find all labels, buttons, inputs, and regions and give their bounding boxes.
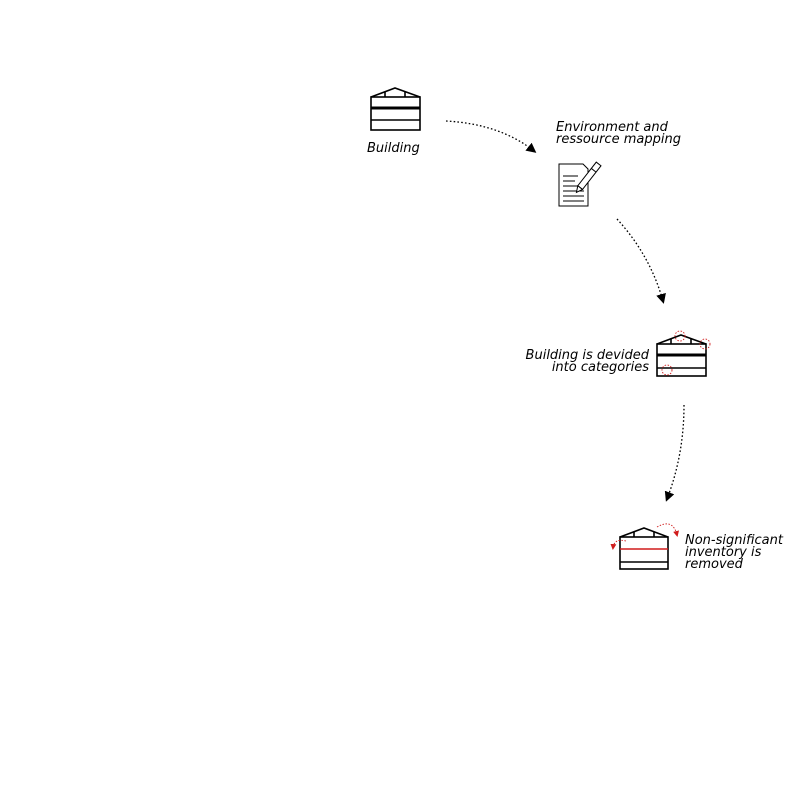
arrow-categories-to-removed <box>664 404 685 502</box>
label-building: Building <box>367 141 420 156</box>
label-categories: Building is devided into categories <box>525 348 649 375</box>
arrow-mapping-to-categories <box>616 218 666 304</box>
arrow-building-to-mapping <box>445 120 537 153</box>
building-categories-icon <box>656 330 711 377</box>
label-mapping-line-2: ressource mapping <box>556 132 681 147</box>
label-removed-line-2: inventory is <box>685 545 762 560</box>
label-building-line-1: Building <box>367 141 420 156</box>
document-pen-icon <box>558 161 602 207</box>
building-icon <box>370 87 421 131</box>
label-removed-line-3: removed <box>685 557 743 572</box>
label-categories-line-1: Building is devided <box>525 348 649 363</box>
label-mapping: Environment and ressource mapping <box>556 120 681 147</box>
label-categories-line-2: into categories <box>551 360 649 375</box>
label-removed-line-1: Non-significant <box>685 533 783 548</box>
label-removed: Non-significant inventory is removed <box>685 533 783 572</box>
building-removed-icon <box>610 523 680 570</box>
label-mapping-line-1: Environment and <box>556 120 668 135</box>
